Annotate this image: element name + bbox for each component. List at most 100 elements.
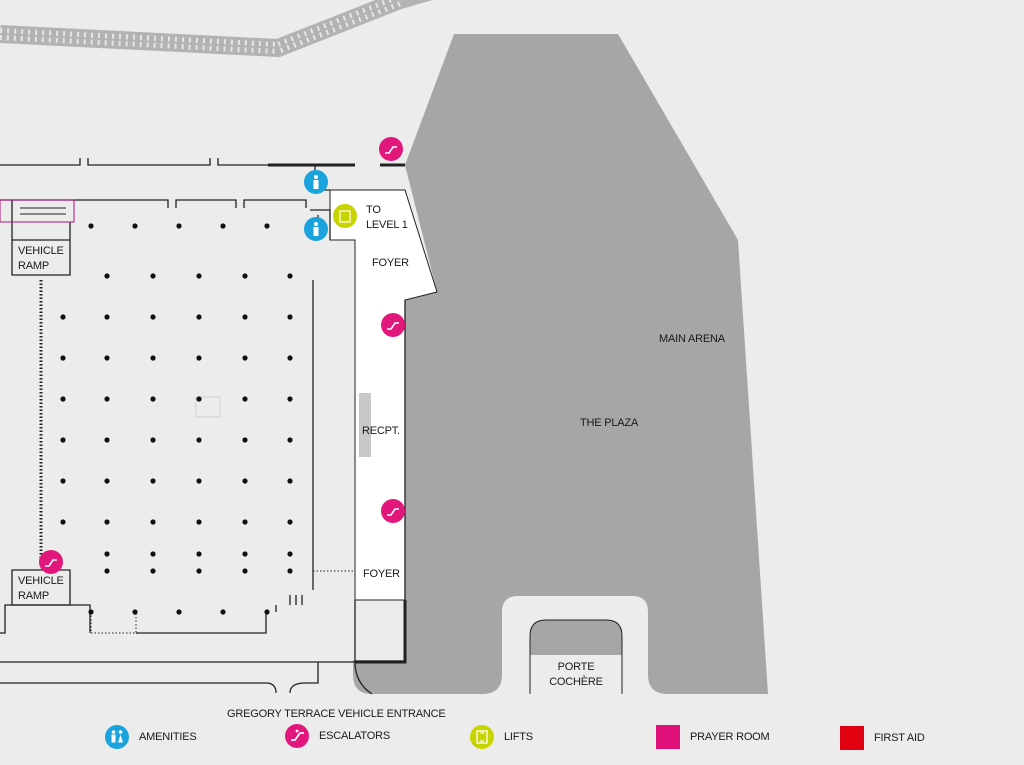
column-dot [150, 568, 156, 574]
escalator-marker[interactable] [381, 499, 405, 523]
foyer-top-label: FOYER [372, 257, 409, 269]
prayer-room-outline [0, 199, 75, 223]
column-dot [132, 609, 138, 615]
entrance-label: GREGORY TERRACE VEHICLE ENTRANCE [227, 708, 446, 720]
column-dot [104, 478, 110, 484]
porte-cochere-line-2: COCHÈRE [549, 676, 603, 688]
column-dot [242, 355, 248, 361]
legend-escalators-label: ESCALATORS [319, 730, 390, 742]
column-dot [60, 314, 66, 320]
legend-first-aid: FIRST AID [840, 726, 925, 750]
legend-prayer-room: PRAYER ROOM [656, 725, 770, 749]
main-arena-area [353, 34, 768, 694]
column-dot [242, 568, 248, 574]
column-dot [104, 437, 110, 443]
column-dot [196, 478, 202, 484]
toilet-icon [105, 725, 129, 749]
rail-track [0, 0, 433, 58]
column-dot [60, 519, 66, 525]
vehicle-ramp-top-line-2: RAMP [18, 260, 49, 272]
vehicle-ramp-top-line-1: VEHICLE [18, 245, 64, 257]
escalator-marker[interactable] [381, 313, 405, 337]
escalator-marker[interactable] [379, 137, 403, 161]
legend-prayer-room-label: PRAYER ROOM [690, 731, 770, 743]
vehicle-ramp-bottom-line-1: VEHICLE [18, 575, 64, 587]
column-dot [287, 396, 293, 402]
column-dot [196, 551, 202, 557]
column-dot [196, 568, 202, 574]
column-dot [242, 396, 248, 402]
column-dot [287, 437, 293, 443]
column-dot [104, 273, 110, 279]
column-dot [264, 223, 270, 229]
column-dot [150, 437, 156, 443]
column-dot [287, 519, 293, 525]
column-dot [150, 273, 156, 279]
toilet-marker[interactable] [304, 170, 328, 194]
column-dot [150, 551, 156, 557]
column-dot [88, 609, 94, 615]
escalator-marker[interactable] [39, 550, 63, 574]
the-plaza-label: THE PLAZA [580, 417, 639, 429]
column-dot [220, 223, 226, 229]
legend-amenities-label: AMENITIES [139, 731, 197, 743]
column-dot [196, 437, 202, 443]
column-dot [242, 478, 248, 484]
lift-icon [470, 725, 494, 749]
column-dot [196, 314, 202, 320]
column-dot [150, 478, 156, 484]
column-dot [150, 314, 156, 320]
column-dot [150, 396, 156, 402]
to-level-label: TO LEVEL 1 [366, 203, 408, 233]
column-dot [104, 568, 110, 574]
column-dot [60, 396, 66, 402]
vehicle-ramp-top-label: VEHICLE RAMP [18, 244, 64, 274]
legend-lifts: LIFTS [470, 725, 533, 749]
foyer-bottom-label: FOYER [363, 568, 400, 580]
column-dot [88, 223, 94, 229]
toilet-marker[interactable] [304, 217, 328, 241]
column-dot [132, 223, 138, 229]
column-dot [264, 609, 270, 615]
hall-marker [195, 396, 221, 418]
column-dot [287, 273, 293, 279]
column-dot [60, 437, 66, 443]
prayer-room-swatch [656, 725, 680, 749]
reception-desk [359, 393, 371, 457]
reception-label: RECPT. [362, 425, 400, 437]
column-dot [104, 355, 110, 361]
to-level-line-1: TO [366, 204, 381, 216]
main-arena-label: MAIN ARENA [659, 333, 725, 345]
column-dot [104, 519, 110, 525]
column-dot [242, 519, 248, 525]
vehicle-ramp-bottom-line-2: RAMP [18, 590, 49, 602]
column-dot [242, 314, 248, 320]
column-grid [60, 223, 293, 615]
column-dot [196, 519, 202, 525]
column-dot [104, 314, 110, 320]
to-level-line-2: LEVEL 1 [366, 219, 408, 231]
column-dot [104, 551, 110, 557]
porte-cochere-label: PORTE COCHÈRE [538, 660, 614, 690]
column-dot [104, 396, 110, 402]
column-dot [176, 223, 182, 229]
legend-lifts-label: LIFTS [504, 731, 533, 743]
legend-escalators: ESCALATORS [285, 724, 390, 748]
lift-marker[interactable] [333, 204, 357, 228]
column-dot [242, 551, 248, 557]
column-dot [287, 568, 293, 574]
column-dot [60, 355, 66, 361]
column-dot [196, 273, 202, 279]
column-dot [287, 314, 293, 320]
legend-first-aid-label: FIRST AID [874, 732, 925, 744]
vehicle-ramp-bottom-label: VEHICLE RAMP [18, 574, 64, 604]
column-dot [196, 355, 202, 361]
column-dot [287, 478, 293, 484]
column-dot [287, 355, 293, 361]
first-aid-swatch [840, 726, 864, 750]
legend-amenities: AMENITIES [105, 725, 197, 749]
column-dot [176, 609, 182, 615]
column-dot [150, 355, 156, 361]
column-dot [196, 396, 202, 402]
column-dot [220, 609, 226, 615]
